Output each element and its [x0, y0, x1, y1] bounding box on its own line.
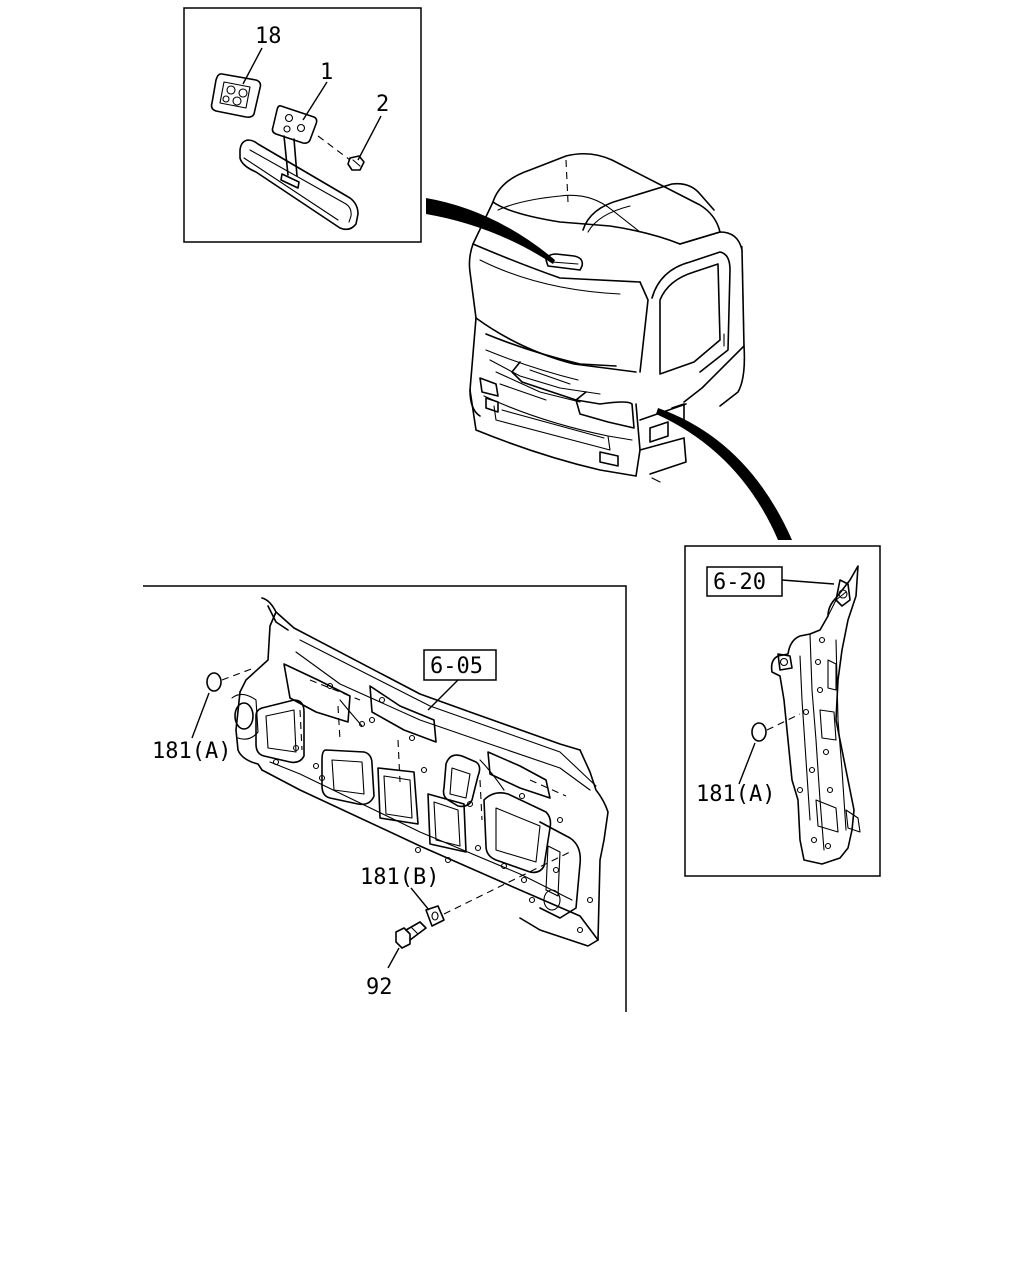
leader-2: [357, 115, 382, 161]
callout-181a-dash: 181(A): [152, 739, 231, 764]
dash-panel-detail: 6-05 181(A) 181(B) 92: [143, 585, 627, 1012]
callout-2: 2: [376, 92, 389, 117]
reference-box-6-05: 6-05: [423, 649, 497, 711]
mirror-mount-plate: [271, 105, 318, 177]
bolt-92: [387, 921, 427, 969]
dash-panel-part: [231, 597, 609, 947]
front-pillar-detail: 6-20 181(A): [684, 545, 881, 877]
leader-1: [302, 81, 328, 121]
callout-181a-pillar: 181(A): [696, 782, 775, 807]
reference-label-6-20: 6-20: [713, 570, 766, 595]
grommet-181a-dash: [191, 667, 255, 739]
mirror-detail-frame: [183, 7, 422, 243]
grommet-181a-pillar: [738, 713, 801, 785]
leader-18: [242, 47, 263, 85]
callout-181b: 181(B): [360, 865, 439, 890]
pillar-detail-frame: [684, 545, 881, 877]
dash-panel-frame: [143, 585, 627, 1012]
grommet-181b: [410, 851, 571, 927]
dash-panel-holes: [272, 682, 594, 934]
reference-label-6-05: 6-05: [430, 654, 483, 679]
mirror-detail-panel: 18 1 2: [183, 7, 422, 243]
front-pillar-part: [770, 565, 861, 865]
callout-1: 1: [320, 60, 333, 85]
callout-18: 18: [255, 24, 282, 49]
pointer-wedge-pillar: [656, 408, 792, 540]
inner-mirror-body: [239, 139, 359, 231]
truck-cab-overview: [468, 152, 746, 483]
mirror-bracket-cover: [210, 73, 262, 118]
callout-92: 92: [366, 975, 393, 1000]
pointer-wedge-mirror: [426, 198, 555, 264]
mirror-screw: [317, 135, 365, 171]
reference-box-6-20: 6-20: [706, 566, 835, 597]
